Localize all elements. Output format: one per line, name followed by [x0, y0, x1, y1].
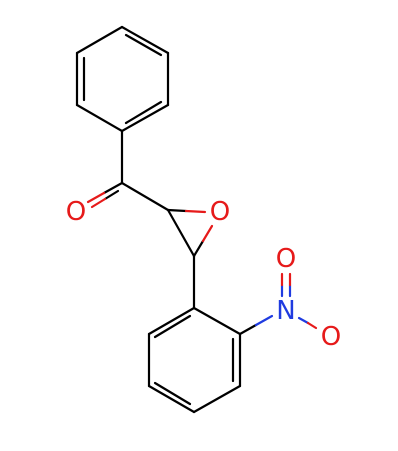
phenyl-ring-top [75, 25, 170, 133]
nitro-double-bond [280, 272, 292, 298]
bond [75, 103, 124, 133]
bond-ring-nitro [238, 314, 274, 336]
bond [201, 224, 214, 243]
bond [306, 321, 318, 330]
bond [153, 314, 192, 339]
bond [75, 25, 124, 55]
bond [192, 306, 242, 336]
carbonyl-double-bond [86, 181, 124, 209]
bond [120, 25, 170, 55]
bond [166, 208, 188, 213]
bond [86, 191, 106, 204]
bond [102, 181, 124, 195]
bond [166, 208, 196, 258]
bond [124, 33, 163, 57]
bond [192, 384, 242, 414]
epoxide-oxygen-label: O [210, 197, 230, 227]
bond-carbonyl-epoxide [120, 181, 170, 212]
bond [124, 100, 163, 125]
nitro-single-bond [297, 316, 318, 330]
epoxide-ring [166, 208, 214, 258]
bond [192, 239, 205, 258]
nitro-nitrogen-label: N [276, 296, 295, 326]
phenyl-ring-bottom [147, 306, 242, 414]
bond [90, 197, 107, 209]
bond [297, 316, 310, 325]
bond [147, 306, 196, 336]
nitro-oxygen-top-label: O [276, 244, 296, 274]
carbonyl-oxygen-label: O [66, 197, 86, 227]
bond [184, 209, 207, 214]
bond [103, 189, 120, 201]
bond [153, 381, 192, 406]
bond [238, 323, 258, 336]
bond [120, 103, 170, 133]
bond [254, 314, 274, 327]
bond [147, 384, 196, 414]
nitro-oxygen-right-label: O [321, 322, 341, 352]
